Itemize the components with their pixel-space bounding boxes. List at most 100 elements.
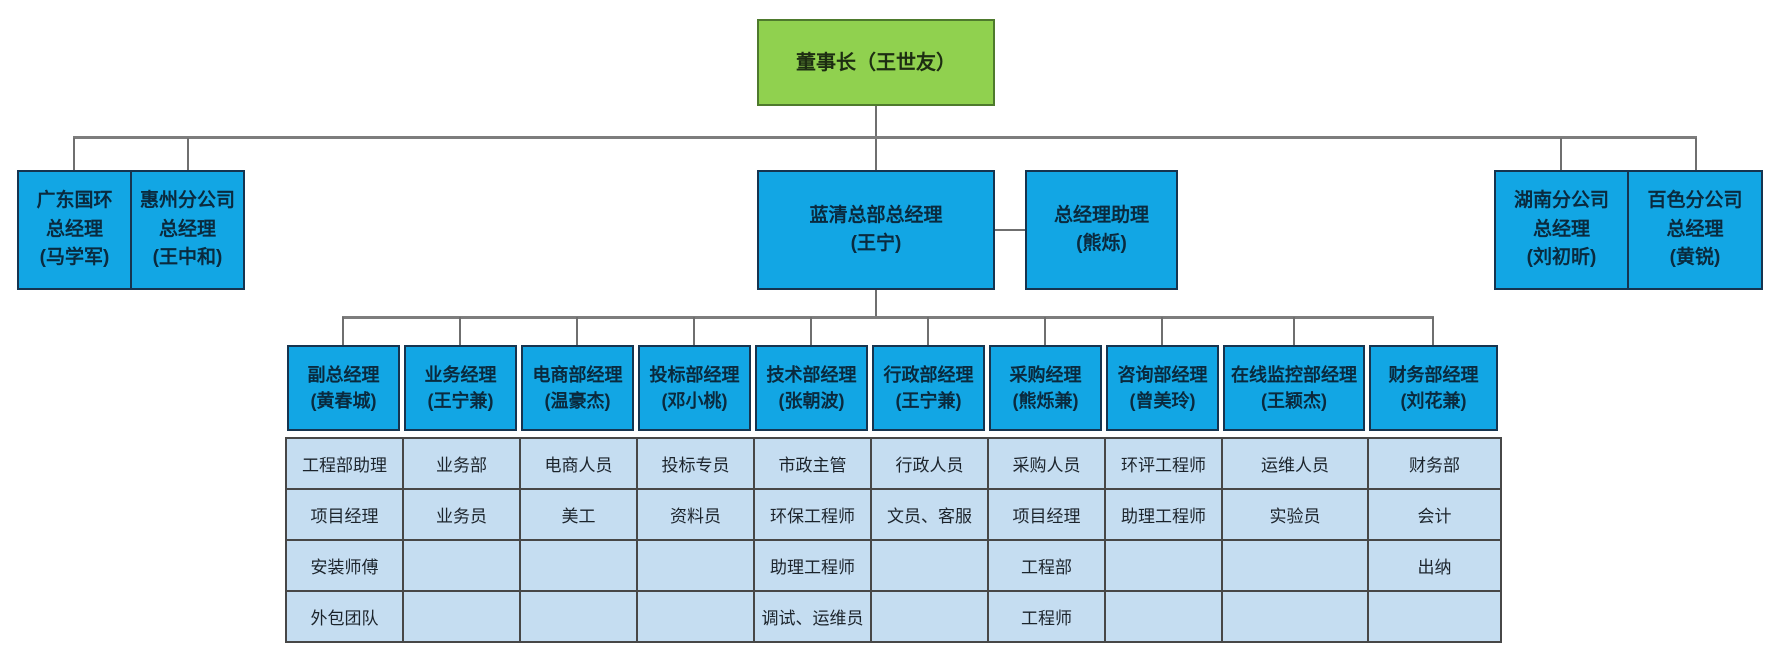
dept-cell: 电商人员 xyxy=(519,437,638,490)
table-row: 项目经理 业务员 美工 资料员 环保工程师 文员、客服 项目经理 助理工程师 实… xyxy=(285,488,1502,541)
dept-cell: 资料员 xyxy=(636,488,755,541)
dept-title: 投标部经理 xyxy=(649,364,740,385)
dept-cell: 环评工程师 xyxy=(1104,437,1223,490)
dept-header-slot: 副总经理 (黄春城) xyxy=(285,345,402,431)
dept-person: (刘花兼) xyxy=(1400,391,1467,411)
box-person: (黄锐) xyxy=(1669,247,1721,269)
dept-person: (温豪杰) xyxy=(544,391,611,411)
dept-title: 技术部经理 xyxy=(766,364,857,385)
dept-cell xyxy=(1367,590,1502,643)
connector-drop-guangdong xyxy=(73,138,75,170)
table-row: 外包团队 调试、运维员 工程师 xyxy=(285,590,1502,643)
dept-cell xyxy=(519,539,638,592)
dept-header-slot: 咨询部经理 (曾美玲) xyxy=(1104,345,1221,431)
connector-drop-huizhou xyxy=(187,138,189,170)
dept-cell: 业务部 xyxy=(402,437,521,490)
dept-cell: 文员、客服 xyxy=(870,488,989,541)
box-person: (王中和) xyxy=(152,247,223,269)
dept-title: 咨询部经理 xyxy=(1117,364,1208,385)
connector-level2-hline xyxy=(73,136,1697,139)
box-baise-branch-gm: 百色分公司 总经理 (黄锐) xyxy=(1627,170,1763,290)
dept-cell: 行政人员 xyxy=(870,437,989,490)
dept-person: (邓小桃) xyxy=(661,391,728,411)
box-person: (刘初昕) xyxy=(1526,247,1597,269)
dept-title: 行政部经理 xyxy=(883,364,974,385)
dept-cell: 实验员 xyxy=(1221,488,1369,541)
dept-person: (黄春城) xyxy=(310,391,377,411)
dept-title: 业务经理 xyxy=(424,364,497,385)
dept-cell: 工程部 xyxy=(987,539,1106,592)
dept-cell: 财务部 xyxy=(1367,437,1502,490)
dept-cell: 出纳 xyxy=(1367,539,1502,592)
dept-header-admin-manager: 行政部经理 (王宁兼) xyxy=(872,345,985,431)
dept-cell xyxy=(870,539,989,592)
dept-header-online-monitoring-manager: 在线监控部经理 (王颖杰) xyxy=(1223,345,1365,431)
dept-cell: 市政主管 xyxy=(753,437,872,490)
dept-cell: 环保工程师 xyxy=(753,488,872,541)
box-title: 总经理 xyxy=(45,218,103,240)
box-title: 湖南分公司 xyxy=(1513,190,1609,212)
connector-level3-hline xyxy=(342,316,1434,319)
dept-title: 电商部经理 xyxy=(532,364,623,385)
dept-title: 副总经理 xyxy=(307,364,380,385)
connector-drop-baise xyxy=(1695,138,1697,170)
connector-gm-down xyxy=(875,288,877,317)
box-person: (熊烁) xyxy=(1076,233,1127,254)
box-title: 总经理 xyxy=(1532,218,1590,240)
connector-drop-dept10 xyxy=(1432,317,1434,345)
connector-drop-dept8 xyxy=(1161,317,1163,345)
box-title: 总经理 xyxy=(158,218,216,240)
box-person: (王宁) xyxy=(850,233,902,254)
dept-title: 财务部经理 xyxy=(1388,364,1479,385)
table-row: 安装师傅 助理工程师 工程部 出纳 xyxy=(285,539,1502,592)
connector-gm-assistant-link xyxy=(994,229,1026,231)
dept-person: (王宁兼) xyxy=(427,391,494,411)
dept-cell: 助理工程师 xyxy=(1104,488,1223,541)
box-title: 蓝清总部总经理 xyxy=(809,204,943,226)
dept-header-consulting-manager: 咨询部经理 (曾美玲) xyxy=(1106,345,1219,431)
dept-cell: 美工 xyxy=(519,488,638,541)
dept-header-slot: 投标部经理 (邓小桃) xyxy=(636,345,753,431)
dept-header-ecommerce-manager: 电商部经理 (温豪杰) xyxy=(521,345,634,431)
dept-title: 采购经理 xyxy=(1009,364,1082,385)
box-hunan-branch-gm: 湖南分公司 总经理 (刘初昕) xyxy=(1494,170,1629,290)
dept-cell: 工程师 xyxy=(987,590,1106,643)
box-title: 总经理助理 xyxy=(1053,204,1149,226)
dept-cell: 调试、运维员 xyxy=(753,590,872,643)
box-title: 惠州分公司 xyxy=(139,190,235,212)
dept-cell xyxy=(402,539,521,592)
department-staff-table: 工程部助理 业务部 电商人员 投标专员 市政主管 行政人员 采购人员 环评工程师… xyxy=(285,437,1502,643)
dept-header-slot: 在线监控部经理 (王颖杰) xyxy=(1221,345,1367,431)
dept-person: (王宁兼) xyxy=(895,391,962,411)
dept-cell: 投标专员 xyxy=(636,437,755,490)
dept-cell: 项目经理 xyxy=(285,488,404,541)
dept-cell: 业务员 xyxy=(402,488,521,541)
box-person: (马学军) xyxy=(39,247,110,269)
dept-header-slot: 行政部经理 (王宁兼) xyxy=(870,345,987,431)
dept-cell xyxy=(1221,539,1369,592)
connector-drop-dept1 xyxy=(342,317,344,345)
dept-header-technology-manager: 技术部经理 (张朝波) xyxy=(755,345,868,431)
dept-cell: 安装师傅 xyxy=(285,539,404,592)
box-gm-assistant: 总经理助理 (熊烁) xyxy=(1025,170,1178,290)
connector-drop-dept4 xyxy=(693,317,695,345)
dept-cell xyxy=(1104,590,1223,643)
dept-header-slot: 采购经理 (熊烁兼) xyxy=(987,345,1104,431)
dept-cell xyxy=(1104,539,1223,592)
dept-cell xyxy=(636,539,755,592)
dept-person: (熊烁兼) xyxy=(1012,391,1079,411)
connector-drop-dept2 xyxy=(459,317,461,345)
dept-cell: 项目经理 xyxy=(987,488,1106,541)
box-lanqing-hq-gm: 蓝清总部总经理 (王宁) xyxy=(757,170,995,290)
dept-cell: 会计 xyxy=(1367,488,1502,541)
dept-cell: 工程部助理 xyxy=(285,437,404,490)
box-guangdong-guohuan-gm: 广东国环 总经理 (马学军) xyxy=(17,170,132,290)
connector-drop-dept7 xyxy=(1044,317,1046,345)
dept-header-procurement-manager: 采购经理 (熊烁兼) xyxy=(989,345,1102,431)
dept-person: (曾美玲) xyxy=(1129,391,1196,411)
dept-person: (张朝波) xyxy=(778,391,845,411)
dept-header-finance-manager: 财务部经理 (刘花兼) xyxy=(1369,345,1498,431)
dept-header-slot: 财务部经理 (刘花兼) xyxy=(1367,345,1500,431)
dept-header-business-manager: 业务经理 (王宁兼) xyxy=(404,345,517,431)
